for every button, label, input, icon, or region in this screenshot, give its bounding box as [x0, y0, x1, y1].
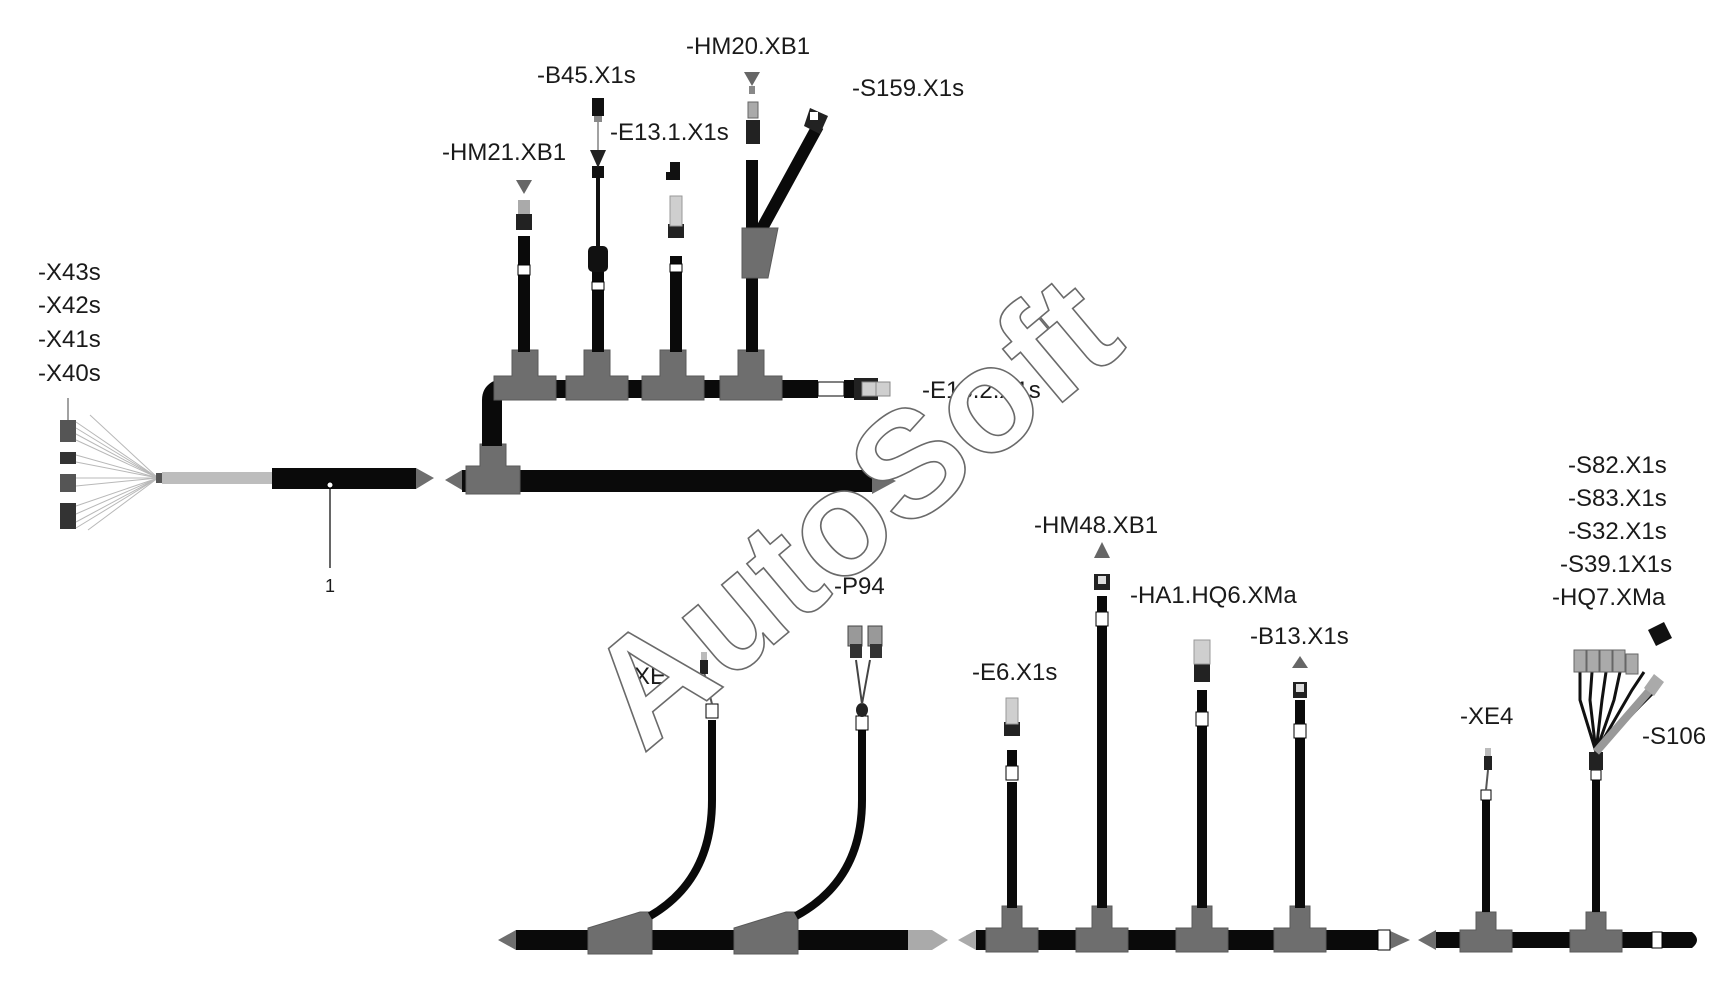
tee-xe4	[1459, 911, 1513, 953]
label-ha1-hq6-xma: -HA1.HQ6.XMa	[1130, 582, 1297, 609]
watermark: AutoSoft	[556, 243, 1149, 779]
label-s39-1x1s: -S39.1X1s	[1560, 551, 1672, 578]
label-b45-x1s: -B45.X1s	[537, 62, 636, 89]
tee-hm21	[493, 349, 557, 401]
label-p94: -P94	[834, 573, 885, 600]
tee-e13-1	[641, 349, 705, 401]
left-harness-segment	[60, 398, 434, 568]
b13-connector-tip	[1292, 656, 1308, 668]
connector-x40s-block	[60, 503, 76, 529]
light-sleeve	[162, 472, 272, 484]
multi-connector-fan	[1578, 671, 1658, 755]
tee-p94	[733, 911, 799, 955]
connector-x42s-block	[60, 452, 76, 464]
left-trunk-cable	[272, 468, 416, 489]
callout-label-1: 1	[325, 576, 335, 596]
label-x43s: -X43s	[38, 259, 101, 286]
tee-b45	[565, 349, 629, 401]
label-e13-1-x1s: -E13.1.X1s	[610, 119, 729, 146]
label-xe8: -XE8	[626, 663, 679, 690]
connector-x43s-block	[60, 420, 76, 442]
wire-fan	[75, 414, 159, 531]
bottom-left-trunk	[516, 930, 908, 950]
label-b13-x1s: -B13.X1s	[1250, 623, 1349, 650]
label-s159-x1s: -S159.X1s	[852, 75, 964, 102]
label-hq7-xma: -HQ7.XMa	[1552, 584, 1666, 611]
left-trunk-arrow	[416, 468, 434, 489]
label-x41s: -X41s	[38, 326, 101, 353]
tee-hm48	[1075, 905, 1129, 953]
tee-multi-connector	[1569, 911, 1623, 953]
label-hm21-xb1: -HM21.XB1	[442, 139, 566, 166]
top-main-trunk	[462, 470, 872, 492]
label-x42s: -X42s	[38, 292, 101, 319]
label-hm48-xb1: -HM48.XB1	[1034, 512, 1158, 539]
hm20-connector-tip	[744, 72, 760, 86]
top-trunk-left-arrow	[445, 470, 462, 490]
label-xe4: -XE4	[1460, 703, 1513, 730]
label-s83-x1s: -S83.X1s	[1568, 485, 1667, 512]
label-s106: -S106	[1642, 723, 1706, 750]
connector-x41s-block	[60, 474, 76, 492]
label-s82-x1s: -S82.X1s	[1568, 452, 1667, 479]
label-hm20-xb1: -HM20.XB1	[686, 33, 810, 60]
hm48-connector-tip	[1094, 542, 1110, 558]
hm21-connector-tip	[516, 180, 532, 194]
bottom-middle-harness-segment	[958, 542, 1410, 953]
top-trunk-right-arrow	[872, 468, 896, 494]
label-e13-2-x1s: -E13.2.X1s	[922, 377, 1041, 404]
s106-connector	[1644, 674, 1664, 696]
labels: -X43s -X42s -X41s -X40s 1 -HM21.XB1 -B45…	[38, 33, 1706, 750]
tee-ha1	[1175, 905, 1229, 953]
top-trunk-tee	[465, 443, 521, 495]
hq7-connector	[1648, 622, 1672, 646]
tee-b13	[1273, 905, 1327, 953]
top-harness-segment	[445, 72, 896, 495]
bottom-left-harness-segment	[498, 625, 948, 955]
tee-xe8	[587, 911, 653, 955]
tee-e6	[985, 905, 1039, 953]
bottom-right-harness-segment	[1418, 622, 1697, 953]
label-x40s: -X40s	[38, 360, 101, 387]
y-splice-hm20-s159	[741, 227, 779, 279]
label-e6-x1s: -E6.X1s	[972, 659, 1057, 686]
tee-hm20	[719, 349, 783, 401]
label-s32-x1s: -S32.X1s	[1568, 518, 1667, 545]
s159-connector	[804, 108, 828, 134]
